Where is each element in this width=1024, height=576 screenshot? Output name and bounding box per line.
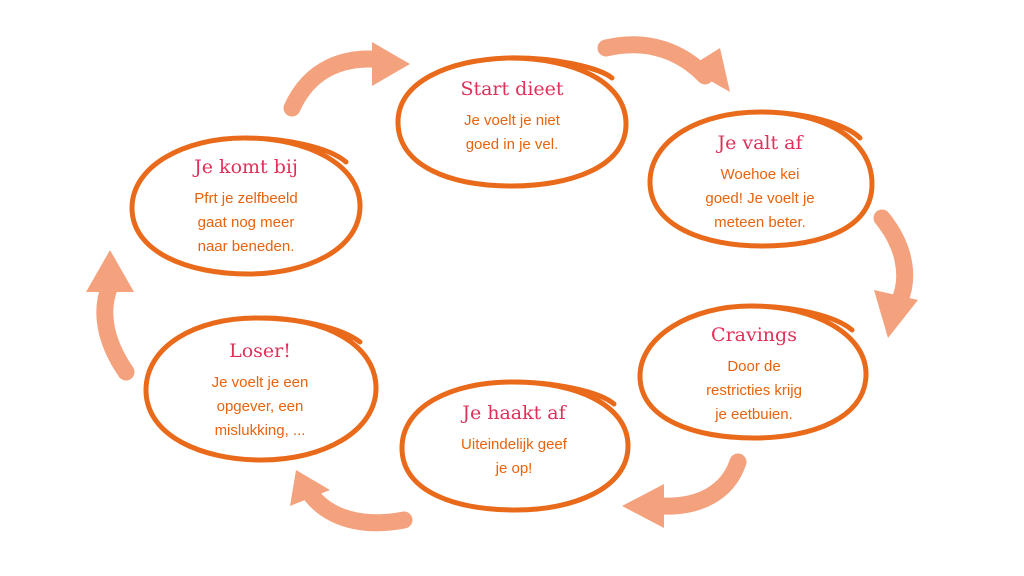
node-title: Je komt bij [194, 156, 298, 178]
arrow-start-to-valt-af [597, 36, 730, 92]
node-text: Pfrt je zelfbeeld gaat nog meer naar ben… [194, 190, 298, 255]
ring-komt-bij [129, 135, 363, 277]
node-text: Je voelt je een opgever, een mislukking,… [211, 374, 309, 439]
ring-cravings [637, 303, 869, 441]
node-title: Cravings [711, 324, 797, 346]
node-title: Je haakt af [462, 402, 566, 424]
ring-valt-af [647, 109, 875, 249]
node-komt-bij: Je komt bij Pfrt je zelfbeeld gaat nog m… [146, 156, 346, 259]
node-title: Loser! [229, 340, 291, 362]
arrow-valt-af-to-cravings [873, 209, 918, 338]
node-title: Start dieet [460, 78, 564, 100]
node-start: Start dieet Je voelt je niet goed in je … [412, 78, 612, 157]
curved-arrow-icon [372, 42, 410, 86]
node-valt-af: Je valt af Woehoe kei goed! Je voelt je … [660, 132, 860, 235]
ring-haakt-af [399, 379, 631, 513]
arrow-haakt-af-to-loser [290, 470, 413, 532]
curved-arrow-icon [874, 290, 918, 338]
node-text: Woehoe kei goed! Je voelt je meteen bete… [705, 166, 815, 231]
node-haakt-af: Je haakt af Uiteindelijk geef je op! [414, 402, 614, 481]
arrow-cravings-to-haakt-af [622, 453, 747, 528]
node-text: Uiteindelijk geef je op! [461, 436, 567, 477]
node-loser: Loser! Je voelt je een opgever, een misl… [160, 340, 360, 443]
node-cravings: Cravings Door de restricties krijg je ee… [654, 324, 854, 427]
arrow-loser-to-komt-bij [86, 250, 135, 381]
node-text: Je voelt je niet goed in je vel. [464, 112, 560, 153]
curved-arrow-icon [290, 470, 330, 506]
ring-loser [143, 315, 379, 463]
arrow-komt-bij-to-start [283, 42, 410, 117]
curved-arrow-icon [622, 484, 664, 528]
ring-start [395, 55, 629, 189]
node-title: Je valt af [717, 132, 803, 154]
curved-arrow-icon [86, 250, 134, 292]
curved-arrow-icon [688, 48, 730, 92]
node-text: Door de restricties krijg je eetbuien. [706, 358, 802, 423]
